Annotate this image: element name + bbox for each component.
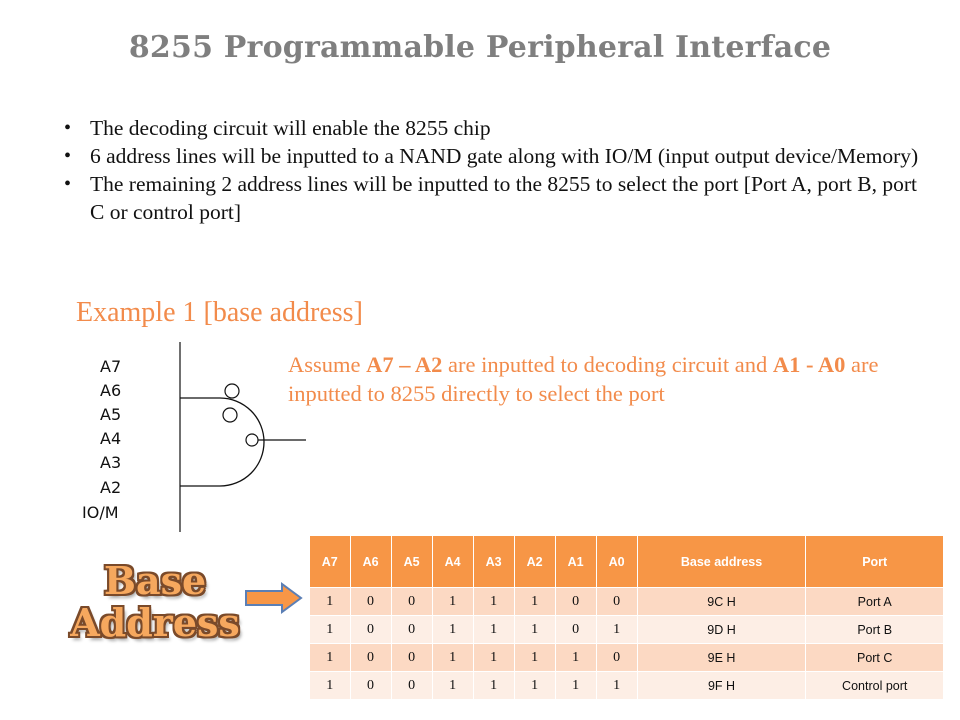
assumption-bold: A7 – A2: [366, 352, 443, 377]
table-cell: 1: [310, 615, 351, 644]
table-cell: 1: [555, 643, 597, 672]
gate-input-label: A4: [100, 429, 121, 448]
table-cell: 1: [432, 671, 474, 699]
table-cell: 0: [391, 587, 433, 616]
table-cell: 1: [555, 671, 597, 699]
table-cell: 1: [432, 615, 474, 644]
table-header-cell: A1: [555, 536, 597, 588]
table-cell: Control port: [805, 671, 944, 699]
output-bubble: [245, 433, 259, 447]
table-header-cell: A3: [473, 536, 515, 588]
assumption-text: Assume A7 – A2 are inputted to decoding …: [288, 350, 948, 408]
table-header-cell: Base address: [637, 536, 807, 588]
table-cell: 0: [555, 587, 597, 616]
table-cell: Port A: [805, 587, 944, 616]
arrow-shape: [245, 582, 303, 614]
table-header-cell: A4: [432, 536, 474, 588]
table-cell: 0: [350, 671, 392, 699]
table-cell: 1: [514, 615, 556, 644]
example-heading: Example 1 [base address]: [76, 297, 363, 328]
table-cell: 0: [596, 643, 638, 672]
table-cell: 1: [473, 615, 515, 644]
gate-input-label: A6: [100, 381, 121, 400]
table-cell: 9E H: [637, 643, 807, 672]
table-cell: 1: [310, 643, 351, 672]
table-cell: 1: [596, 615, 638, 644]
right-arrow-icon: [245, 582, 303, 614]
table-cell: 1: [473, 671, 515, 699]
table-cell: 1: [473, 643, 515, 672]
table-cell: 1: [596, 671, 638, 699]
table-cell: 1: [514, 671, 556, 699]
table-cell: 1: [432, 643, 474, 672]
inversion-bubble: [224, 383, 240, 399]
table-cell: 0: [350, 615, 392, 644]
table-header-cell: Port: [805, 536, 944, 588]
table-header-cell: A7: [310, 536, 351, 588]
table-header-cell: A0: [596, 536, 638, 588]
table-cell: 0: [555, 615, 597, 644]
base-address-label-line: Address: [70, 600, 240, 645]
table-cell: 9F H: [637, 671, 807, 699]
bullet-item: The decoding circuit will enable the 825…: [62, 114, 922, 142]
table-cell: 0: [350, 587, 392, 616]
bullet-list: The decoding circuit will enable the 825…: [62, 114, 922, 226]
table-cell: 0: [350, 643, 392, 672]
assumption-part: are inputted to 8255 directly to select …: [288, 352, 879, 406]
base-address-label-line: Base: [103, 558, 207, 603]
nand-gate-body: [180, 397, 265, 487]
table-cell: 1: [310, 587, 351, 616]
assumption-part: are inputted to decoding circuit and: [442, 352, 773, 377]
table-cell: 9D H: [637, 615, 807, 644]
table-cell: 0: [391, 615, 433, 644]
assumption-part: Assume: [288, 352, 367, 377]
table-cell: 1: [310, 671, 351, 699]
table-cell: 1: [514, 643, 556, 672]
table-cell: 1: [514, 587, 556, 616]
page-title: 8255 Programmable Peripheral Interface: [128, 30, 832, 65]
table-cell: 1: [432, 587, 474, 616]
table-header-cell: A2: [514, 536, 556, 588]
assumption-bold: A1 - A0: [772, 352, 846, 377]
table-header-cell: A6: [350, 536, 392, 588]
table-cell: 9C H: [637, 587, 807, 616]
gate-input-label: A5: [100, 405, 121, 424]
table-cell: 0: [596, 587, 638, 616]
gate-input-label: A7: [100, 357, 121, 376]
gate-input-label: A2: [100, 478, 121, 497]
table-cell: Port B: [805, 615, 944, 644]
bullet-item: 6 address lines will be inputted to a NA…: [62, 142, 922, 170]
table-cell: 0: [391, 671, 433, 699]
table-cell: Port C: [805, 643, 944, 672]
base-address-label: Base Address: [60, 560, 250, 644]
bullet-item: The remaining 2 address lines will be in…: [62, 170, 922, 226]
gate-input-label: A3: [100, 453, 121, 472]
gate-input-label: IO/M: [82, 503, 119, 522]
table-cell: 0: [391, 643, 433, 672]
table-header-cell: A5: [391, 536, 433, 588]
table-cell: 1: [473, 587, 515, 616]
inversion-bubble: [222, 407, 238, 423]
